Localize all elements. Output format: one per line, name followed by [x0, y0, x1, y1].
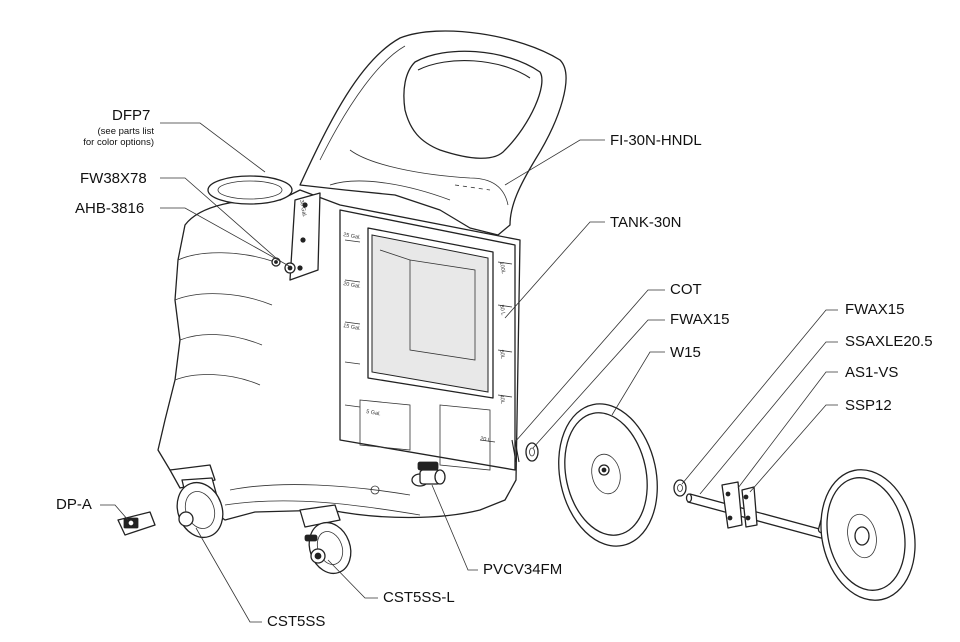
label-dfp7: DFP7 — [112, 107, 151, 124]
label-cot: COT — [670, 281, 702, 298]
label-ssaxle: SSAXLE20.5 — [845, 333, 933, 350]
cotter-pin-part — [511, 439, 520, 463]
label-as1vs: AS1-VS — [845, 364, 899, 381]
label-cst5ss: CST5SS — [267, 613, 326, 630]
gauge-5gal: 5 Gal. — [366, 409, 382, 418]
caster-cst5ss — [169, 464, 224, 539]
label-dfp7-note: (see parts list for color options) — [78, 126, 155, 149]
gauge-60l: 60L — [498, 349, 506, 359]
label-w15: W15 — [670, 344, 701, 361]
label-ssp12: SSP12 — [845, 397, 892, 414]
drain-plug-part — [117, 511, 156, 536]
label-cst5ssl: CST5SS-L — [383, 589, 455, 606]
handle-part — [299, 30, 567, 236]
gauge-25gal: 25 Gal. — [343, 232, 362, 241]
label-dpa: DP-A — [56, 496, 92, 513]
gauge-15gal: 15 Gal. — [343, 323, 362, 332]
liter-gauge-right — [479, 261, 513, 443]
dfp7-note-line1: (see parts list — [97, 126, 155, 137]
wheel-right — [820, 469, 916, 601]
washer-fwax15-right — [673, 479, 687, 497]
dfp7-note-line2: for color options) — [83, 136, 154, 148]
gauge-20l: 20 L — [480, 436, 492, 444]
gauge-100l: 100L — [498, 261, 506, 274]
label-fwax15-left: FWAX15 — [670, 311, 730, 328]
wheel-w15 — [558, 403, 658, 547]
valve-part — [411, 461, 446, 487]
gauge-80l: 80 L — [498, 304, 506, 316]
label-tank30n: TANK-30N — [610, 214, 682, 231]
label-fwax15-right: FWAX15 — [845, 301, 905, 318]
tank-part — [157, 175, 521, 521]
label-pvcv34fm: PVCV34FM — [483, 561, 563, 578]
gauge-30gal: 30 Gal. — [298, 199, 307, 218]
gauge-20gal: 20 Gal. — [343, 281, 362, 290]
label-ahb3816: AHB-3816 — [75, 200, 145, 217]
gallon-gauge-left — [344, 239, 361, 408]
caster-cst5ss-l — [299, 504, 352, 575]
axle-spacer-as1vs — [721, 481, 758, 529]
washer-fwax15-left — [525, 442, 539, 462]
label-fw38x78: FW38X78 — [80, 170, 147, 187]
label-fi30nhndl: FI-30N-HNDL — [610, 132, 702, 149]
leader-lines — [100, 122, 838, 623]
gauge-40l: 40L — [498, 394, 506, 404]
